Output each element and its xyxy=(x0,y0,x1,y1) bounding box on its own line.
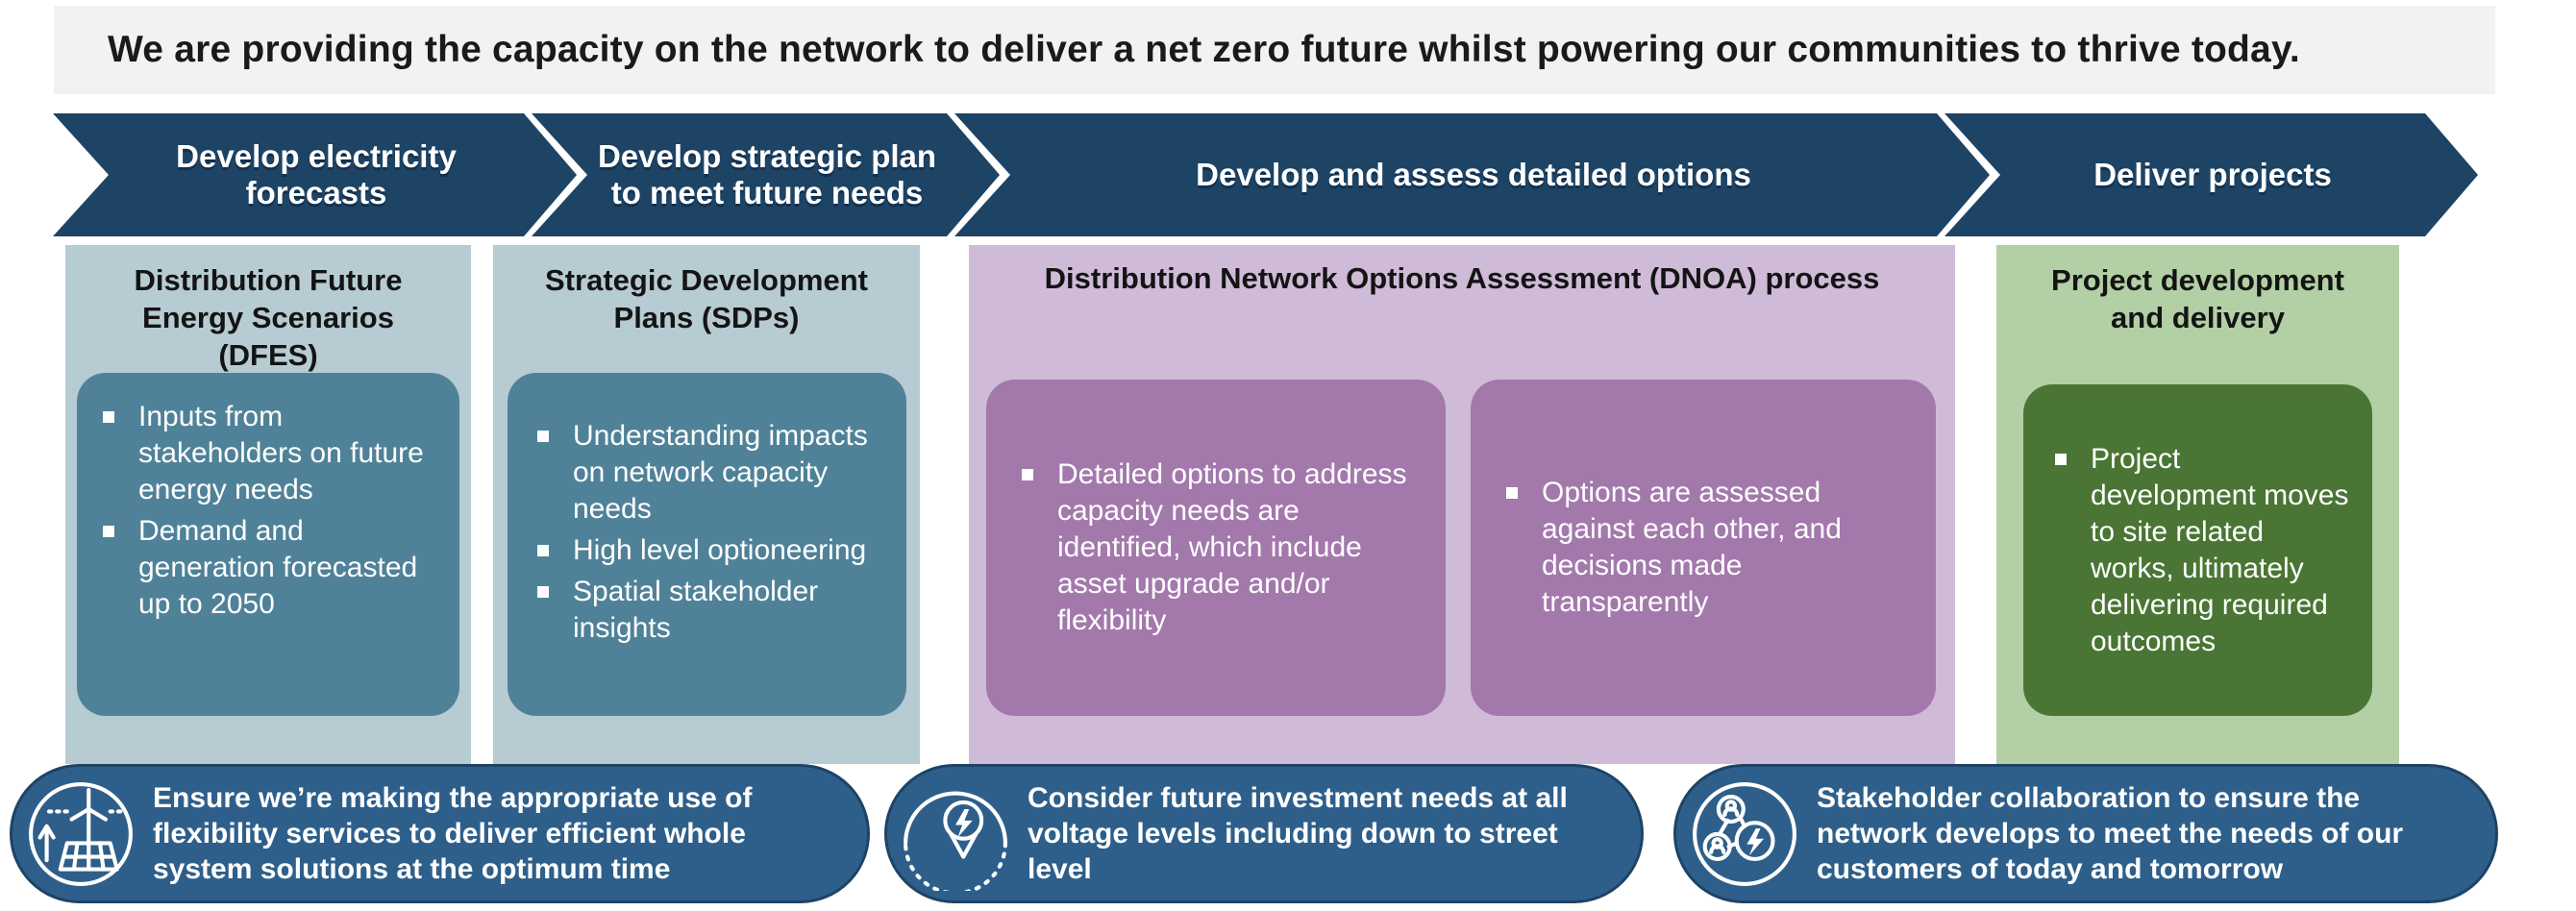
renewable-energy-icon xyxy=(29,781,133,886)
dnoa-assessment-bullet-list: Options are assessed against each other,… xyxy=(1498,470,1903,626)
bullet-item: High level optioneering xyxy=(529,532,891,569)
delivery-bullet-list: Project development moves to site relate… xyxy=(2046,436,2353,665)
dnoa-options-bullet-list: Detailed options to address capacity nee… xyxy=(1013,452,1413,644)
dnoa-assessment-box: Options are assessed against each other,… xyxy=(1471,380,1936,716)
column-dnoa-title: Distribution Network Options Assessment … xyxy=(1044,261,1880,295)
headline-banner: We are providing the capacity on the net… xyxy=(54,6,2495,94)
column-dfes-title: Distribution Future Energy Scenarios (DF… xyxy=(134,263,403,372)
bullet-item: Spatial stakeholder insights xyxy=(529,574,891,647)
callout-flexibility-text: Ensure we’re making the appropriate use … xyxy=(153,781,753,886)
headline-text: We are providing the capacity on the net… xyxy=(108,29,2300,70)
process-step-1-label: Develop electricity forecasts xyxy=(176,137,457,210)
callout-voltage-levels: Consider future investment needs at all … xyxy=(884,764,1644,903)
chevron-arrow-1 xyxy=(53,113,577,236)
callout-stakeholder-collaboration-text: Stakeholder collaboration to ensure the … xyxy=(1817,781,2404,886)
callout-stakeholder-collaboration: Stakeholder collaboration to ensure the … xyxy=(1673,764,2498,903)
bullet-item: Inputs from stakeholders on future energ… xyxy=(94,399,438,508)
column-sdp-title: Strategic Development Plans (SDPs) xyxy=(545,263,868,334)
bullet-item: Options are assessed against each other,… xyxy=(1498,475,1903,621)
column-sdp: Strategic Development Plans (SDPs) Under… xyxy=(493,245,920,764)
process-step-4-label: Deliver projects xyxy=(2093,156,2332,192)
bullet-item: Demand and generation forecasted up to 2… xyxy=(94,513,438,623)
bullet-item: Project development moves to site relate… xyxy=(2046,441,2353,660)
process-step-2-label: Develop strategic plan to meet future ne… xyxy=(597,137,937,210)
bullet-item: Understanding impacts on network capacit… xyxy=(529,418,891,528)
column-dfes: Distribution Future Energy Scenarios (DF… xyxy=(65,245,471,764)
chevron-arrow-4 xyxy=(1944,113,2478,236)
dfes-detail-box: Inputs from stakeholders on future energ… xyxy=(77,373,459,716)
delivery-detail-box: Project development moves to site relate… xyxy=(2023,384,2372,716)
column-dnoa: Distribution Network Options Assessment … xyxy=(969,245,1955,764)
bullet-item: Detailed options to address capacity nee… xyxy=(1013,456,1413,639)
stakeholder-collaboration-icon xyxy=(1693,781,1796,886)
column-delivery: Project development and delivery Project… xyxy=(1996,245,2399,764)
dnoa-options-box: Detailed options to address capacity nee… xyxy=(986,380,1446,716)
voltage-location-icon xyxy=(904,790,1007,891)
callout-voltage-levels-text: Consider future investment needs at all … xyxy=(1028,781,1568,886)
sdp-detail-box: Understanding impacts on network capacit… xyxy=(508,373,906,716)
process-arrow-band xyxy=(53,113,2478,236)
dfes-bullet-list: Inputs from stakeholders on future energ… xyxy=(94,399,438,623)
chevron-arrow-2 xyxy=(532,113,1000,236)
sdp-bullet-list: Understanding impacts on network capacit… xyxy=(529,418,891,647)
callout-flexibility: Ensure we’re making the appropriate use … xyxy=(10,764,870,903)
chevron-arrow-3 xyxy=(954,113,1990,236)
process-step-3-label: Develop and assess detailed options xyxy=(1196,156,1751,192)
column-delivery-title: Project development and delivery xyxy=(2051,263,2344,334)
